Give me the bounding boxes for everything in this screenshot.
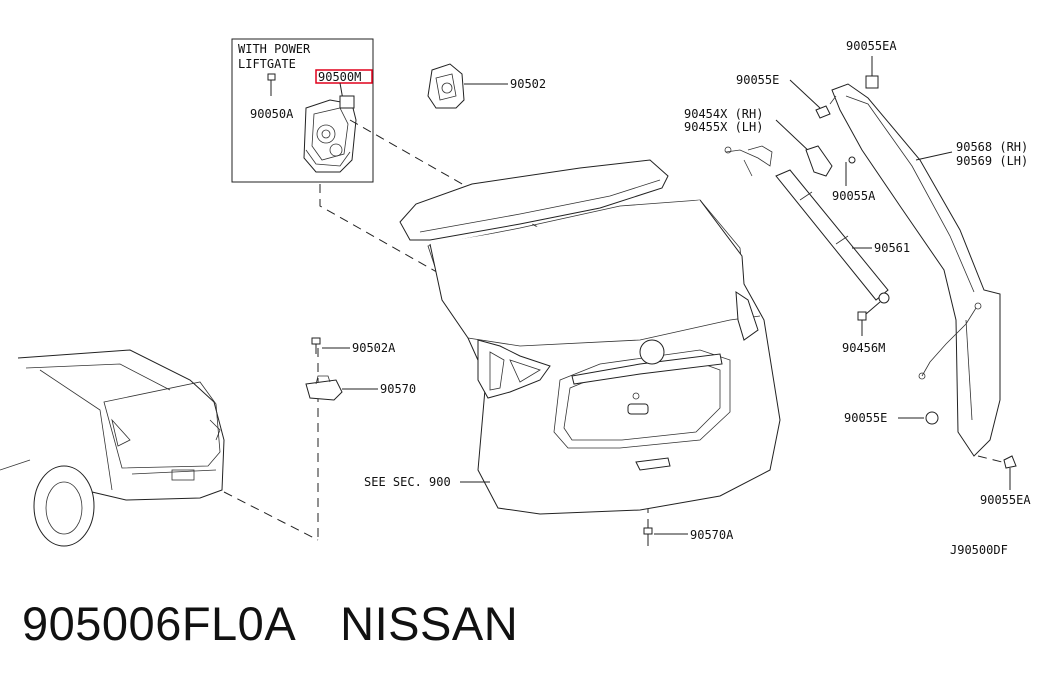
- release-cable: [921, 307, 977, 377]
- clip-90055EA-bottom: [1003, 455, 1017, 469]
- bracket-90055A: [805, 145, 856, 177]
- trim-90568: [829, 83, 1001, 457]
- dash-car-to-striker: [223, 491, 319, 541]
- label-90570: 90570: [380, 382, 416, 396]
- clip-90055E-top: [815, 105, 831, 119]
- highlight-part-label: 90500M: [318, 70, 361, 84]
- label-90454X: 90454X (RH): [684, 107, 763, 121]
- label-90502A: 90502A: [352, 341, 396, 355]
- label-90570A: 90570A: [690, 528, 734, 542]
- label-90055A: 90055A: [832, 189, 876, 203]
- bolt-90050A: [267, 73, 276, 96]
- label-90055EA-bottom: 90055EA: [980, 493, 1031, 507]
- label-90502: 90502: [510, 77, 546, 91]
- label-90569: 90569 (LH): [956, 154, 1028, 168]
- label-90050A: 90050A: [250, 107, 294, 121]
- footer-part-number: 905006FL0A: [22, 597, 297, 650]
- power-latch-assembly: [303, 95, 357, 173]
- clip-90055EA-top: [865, 75, 879, 89]
- label-see-sec-900: SEE SEC. 900: [364, 475, 451, 489]
- bolt-90456M: [857, 311, 867, 336]
- label-90561: 90561: [874, 241, 910, 255]
- gas-strut-90561: [775, 169, 890, 304]
- label-90055E-mid: 90055E: [844, 411, 887, 425]
- inset-title-line1: WITH POWER: [238, 42, 311, 56]
- harness-90454X: [725, 145, 773, 167]
- label-90055EA-top: 90055EA: [846, 39, 897, 53]
- label-90456M: 90456M: [842, 341, 885, 355]
- highlight-box: [315, 69, 373, 84]
- label-90455X: 90455X (LH): [684, 120, 763, 134]
- latch-90502: [427, 63, 465, 109]
- inset-title-line2: LIFTGATE: [238, 57, 296, 71]
- inset-box: [231, 38, 374, 183]
- diagram-code: J90500DF: [950, 543, 1008, 557]
- bolt-90570A: [643, 527, 653, 546]
- footer-brand: NISSAN: [340, 597, 519, 650]
- label-90568: 90568 (RH): [956, 140, 1028, 154]
- footer-caption: 905006FL0A NISSAN: [22, 596, 518, 651]
- bolt-90502A: [311, 337, 321, 354]
- clip-90055E-mid: [925, 411, 939, 425]
- striker-90570: [305, 375, 343, 401]
- back-door-panel: [399, 159, 781, 515]
- vehicle-rear-view: [0, 349, 225, 547]
- label-90055E-top: 90055E: [736, 73, 779, 87]
